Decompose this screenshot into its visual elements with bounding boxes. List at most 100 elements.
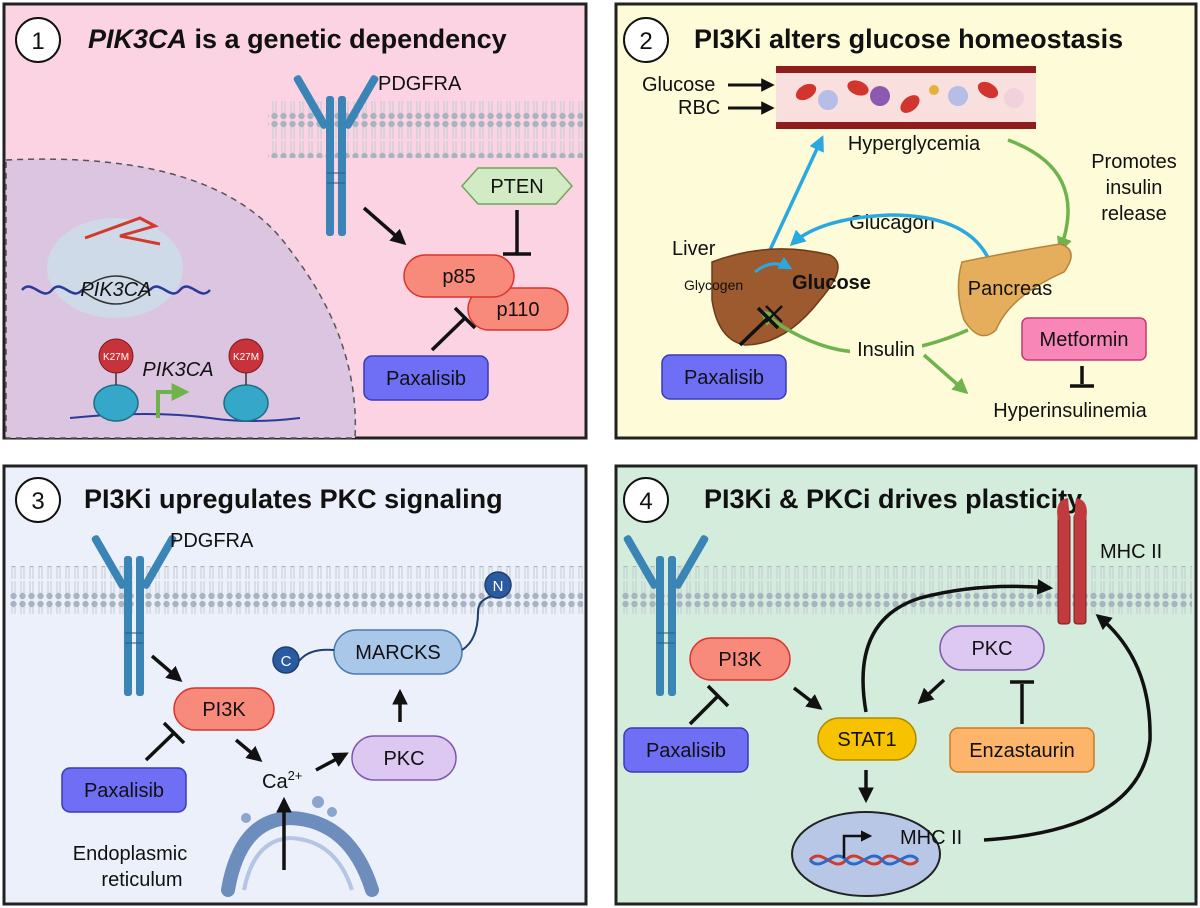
panel-number-badge (623, 17, 669, 63)
metformin-box (1021, 317, 1147, 361)
vessel-wall-bottom (776, 122, 1036, 129)
red-blood-cell (795, 83, 817, 101)
paxalisib-inhibition-line (738, 316, 770, 347)
marcks-box (333, 629, 463, 675)
pancreas-label: Pancreas (968, 278, 1053, 300)
panel-number-badge (15, 477, 61, 523)
pi3k-label: PI3K (202, 699, 246, 721)
k27m-label-right: K27M (233, 352, 259, 363)
metformin-label: Metformin (1040, 329, 1129, 351)
paxalisib-inhibition-line (688, 694, 720, 726)
panel-number: 4 (639, 488, 652, 515)
panel-title: PI3Ki alters glucose homeostasis (694, 24, 1123, 54)
pancreas-organ (957, 243, 1072, 337)
promotes-insulin-release-line2: insulin (1106, 177, 1163, 199)
cell-membrane (268, 100, 583, 158)
panel-number-badge (623, 477, 669, 523)
white-blood-cell (818, 90, 838, 110)
white-blood-cell (870, 86, 890, 106)
pi3k-to-calcium-arrow (234, 738, 263, 763)
marcks-label: MARCKS (355, 642, 441, 664)
dna-bubble (80, 275, 152, 305)
gene-label-chromatin: PIK3CA (142, 359, 213, 381)
dna-strand-left (21, 285, 83, 295)
dna-strand-blue (808, 854, 920, 866)
er-label-line2: reticulum (101, 869, 182, 891)
pi3k-to-stat1-arrow (792, 686, 823, 710)
p85-label: p85 (442, 266, 475, 288)
glucose-label: Glucose (792, 272, 871, 294)
calcium-label: Ca2+ (262, 768, 302, 793)
paxalisib-label: Paxalisib (684, 367, 764, 389)
pten-box (460, 167, 574, 205)
gene-label-crispr: PIK3CA (80, 279, 151, 301)
transcription-start-arrow (156, 383, 190, 418)
liver-organ (711, 248, 839, 346)
enzastaurin-box (949, 727, 1095, 773)
glucose-input-label: Glucose (642, 74, 715, 96)
glycogen-to-glucose-arrow (754, 256, 793, 274)
pkc-label: PKC (971, 638, 1012, 660)
red-blood-cell (977, 81, 999, 99)
er-label-line1: Endoplasmic (73, 843, 188, 865)
blood-vessel (776, 68, 1036, 126)
stat1-to-mhc-arrow (861, 579, 1054, 713)
panel-title-gene: PIK3CA (88, 24, 187, 54)
endoplasmic-reticulum (221, 810, 379, 897)
panel-number: 2 (639, 28, 652, 55)
er-inner (242, 835, 354, 891)
promotes-insulin-release-line3: release (1101, 203, 1167, 225)
pi3k-box (173, 687, 275, 731)
white-blood-cell (1004, 88, 1024, 108)
mhc-ii-surface-label: MHC II (1100, 541, 1162, 563)
gene-to-surface-arrow (983, 614, 1152, 842)
calcium-charge: 2+ (288, 768, 303, 783)
paxalisib-label: Paxalisib (646, 740, 726, 762)
nucleosome-right (223, 384, 269, 422)
paxalisib-inhibition-bar (453, 306, 477, 330)
glucose-particle (929, 85, 939, 95)
paxalisib-inhibition-line (144, 731, 176, 762)
panel-number: 1 (31, 28, 44, 55)
glycogen-label: Glycogen (684, 277, 743, 293)
cas-complex (47, 218, 183, 318)
c-terminus (272, 646, 300, 674)
vessel-wall-top (776, 66, 1036, 73)
er-vesicle (312, 796, 324, 808)
paxalisib-box (61, 767, 187, 813)
stat1-label: STAT1 (837, 729, 896, 751)
receptor-activation-arrow (362, 206, 407, 246)
paxalisib-label: Paxalisib (84, 780, 164, 802)
dna-strand-right (149, 285, 211, 295)
calcium-to-pkc-arrow (315, 752, 349, 772)
enzastaurin-label: Enzastaurin (969, 740, 1075, 762)
marcks-n-tail (461, 595, 493, 651)
hyperglycemia-to-pancreas-arrow (1007, 138, 1072, 253)
k27m-label-left: K27M (103, 352, 129, 363)
paxalisib-box (661, 354, 787, 400)
transcription-start-arrow (842, 830, 873, 858)
panel-4: 4 PI3Ki & PKCi drives plasticity MHC II … (614, 464, 1198, 906)
k27m-marker-right (228, 338, 264, 374)
n-terminus (484, 571, 512, 599)
er-vesicle (241, 813, 251, 823)
p85-box (403, 254, 515, 298)
pkc-box (939, 625, 1045, 671)
panel-number: 3 (31, 488, 44, 515)
mhc-ii-receptor (1057, 498, 1087, 625)
k27m-marker-left (98, 338, 134, 374)
pkc-label: PKC (383, 748, 424, 770)
pi3k-box (689, 637, 791, 681)
hyperglycemia-label: Hyperglycemia (848, 133, 981, 155)
p110-label: p110 (496, 299, 539, 321)
pkc-to-stat1-arrow (917, 678, 946, 705)
receptor-label: PDGFRA (378, 73, 462, 95)
calcium-symbol: Ca (262, 771, 288, 793)
er-vesicle (327, 807, 337, 817)
receptor-label: PDGFRA (170, 530, 254, 552)
liver-to-blood-arrow (768, 135, 824, 251)
panel-title: PI3Ki & PKCi drives plasticity (704, 484, 1082, 514)
rbc-input-label: RBC (678, 97, 720, 119)
n-terminus-label: N (493, 578, 504, 595)
guide-rna (84, 216, 161, 246)
